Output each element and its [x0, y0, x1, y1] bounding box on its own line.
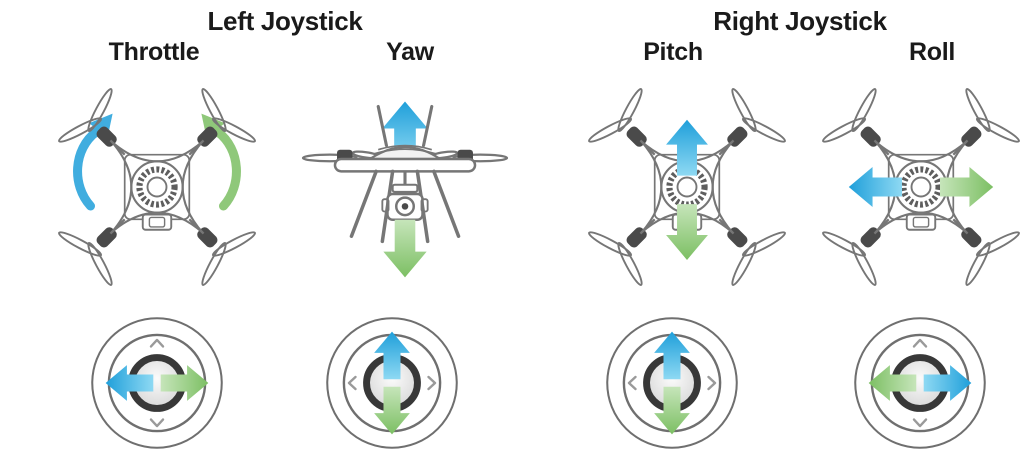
right-joystick-title: Right Joystick [713, 6, 887, 36]
pitch-drone-illustration [592, 92, 782, 282]
yaw-drone-illustration [301, 101, 509, 278]
throttle-joystick-illustration [83, 309, 231, 457]
roll-joystick-illustration [846, 309, 994, 457]
throttle-label: Throttle [108, 38, 200, 66]
drone-top-view-icon [57, 87, 257, 287]
roll-drone-illustration [826, 92, 1016, 282]
roll-label: Roll [908, 38, 956, 66]
left-joystick-title: Left Joystick [207, 6, 363, 36]
yaw-label: Yaw [386, 38, 434, 66]
pitch-label: Pitch [643, 38, 703, 66]
pitch-joystick-illustration [598, 309, 746, 457]
backward-arrow-icon [666, 204, 708, 260]
throttle-drone-illustration [62, 92, 252, 282]
descend-arrow-icon [383, 219, 427, 278]
yaw-joystick-illustration [318, 309, 466, 457]
